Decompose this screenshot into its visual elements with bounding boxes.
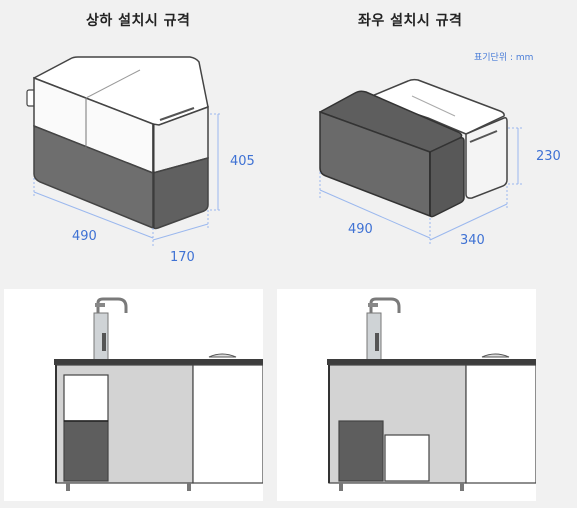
- vertical-install-scene: [4, 289, 263, 501]
- product-dimension-drawings: [26, 56, 522, 246]
- unit-label: 표기단위 : mm: [474, 53, 534, 63]
- vertical-height-label: 405: [230, 154, 255, 169]
- horizontal-dimension-lines: [319, 127, 522, 246]
- horizontal-product: [319, 78, 508, 218]
- vertical-width-label: 490: [72, 229, 97, 244]
- vertical-stack-product: [26, 56, 209, 230]
- horizontal-depth-label: 340: [460, 233, 485, 248]
- horizontal-scene-drawing: [327, 297, 536, 491]
- horizontal-install-title: 좌우 설치시 규격: [358, 13, 463, 29]
- horizontal-height-label: 230: [536, 149, 561, 164]
- vertical-install-title: 상하 설치시 규격: [86, 13, 191, 29]
- horizontal-width-label: 490: [348, 222, 373, 237]
- vertical-scene-drawing: [54, 297, 263, 491]
- vertical-dimension-lines: [33, 113, 222, 246]
- horizontal-install-scene: [277, 289, 536, 501]
- vertical-depth-label: 170: [170, 250, 195, 265]
